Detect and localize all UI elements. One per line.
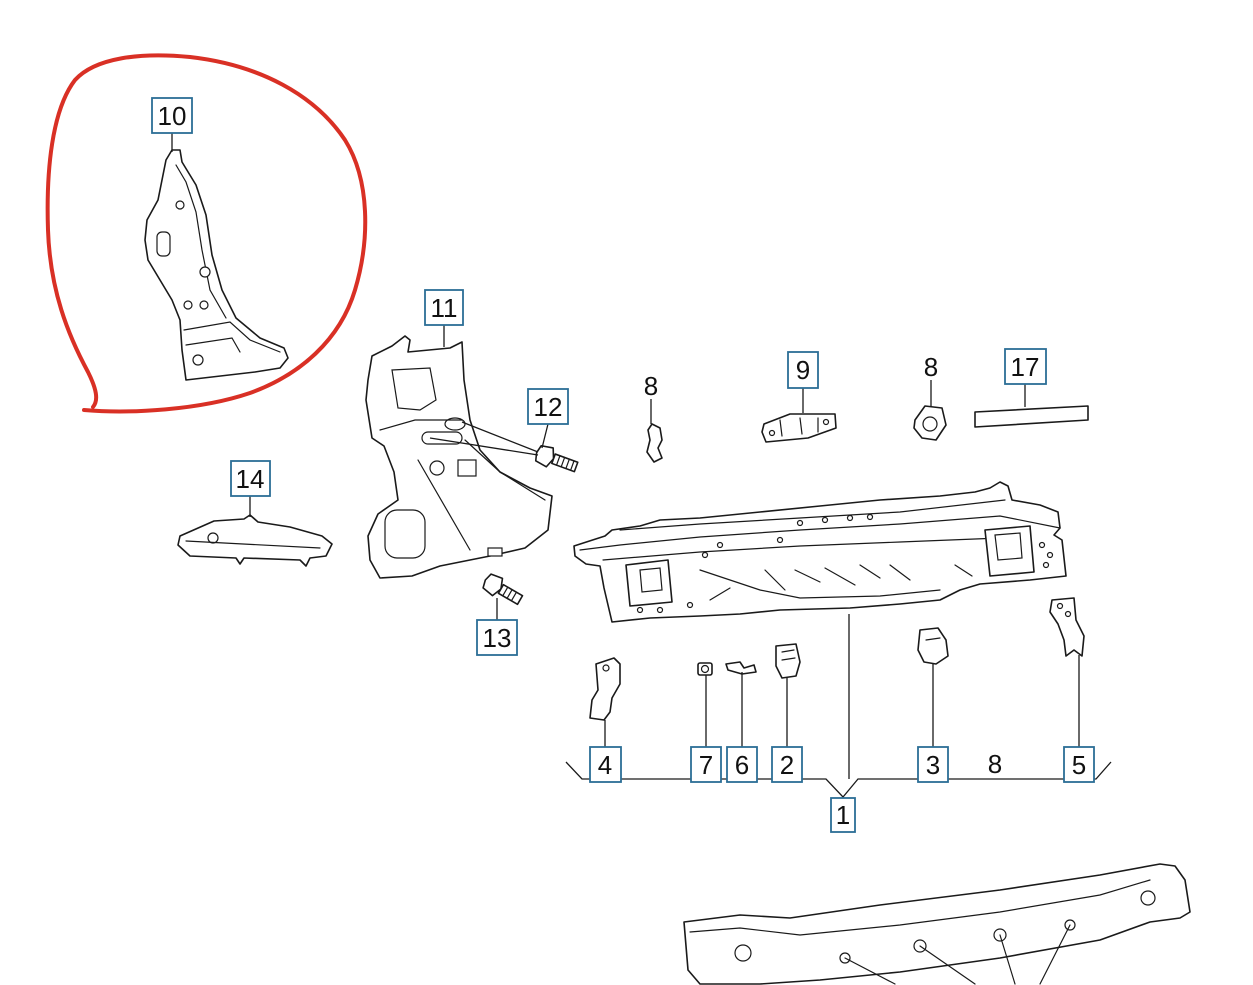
part-10-drawing bbox=[144, 149, 289, 381]
callout-label: 13 bbox=[483, 623, 512, 653]
callout-label: 6 bbox=[735, 750, 749, 780]
bolt-12-leader-b bbox=[429, 437, 539, 456]
leader-lines bbox=[171, 133, 1080, 779]
callout-3: 3 bbox=[917, 746, 949, 783]
part-2-bracket bbox=[775, 643, 801, 679]
callout-6: 6 bbox=[726, 746, 758, 783]
plain-label-8-clip: 8 bbox=[644, 371, 658, 401]
callout-label: 11 bbox=[431, 293, 458, 323]
lower-beam-partial bbox=[683, 863, 1191, 985]
part-8-grommet bbox=[913, 405, 947, 441]
callout-2: 2 bbox=[771, 746, 803, 783]
highlight-circle bbox=[45, 53, 368, 414]
callout-label: 12 bbox=[534, 392, 563, 422]
part-6-clip bbox=[725, 661, 757, 675]
callout-label: 5 bbox=[1072, 750, 1086, 780]
callout-label: 3 bbox=[926, 750, 940, 780]
callout-13: 13 bbox=[476, 619, 518, 656]
callout-label: 7 bbox=[699, 750, 713, 780]
part-8-clip bbox=[646, 423, 663, 463]
callout-label: 17 bbox=[1011, 352, 1040, 382]
part-5-bracket bbox=[1049, 597, 1085, 657]
part-4-bracket bbox=[589, 657, 621, 721]
callout-11: 11 bbox=[424, 289, 464, 326]
plain-label-8-row: 8 bbox=[988, 749, 1002, 779]
callout-17: 17 bbox=[1004, 348, 1047, 385]
callout-label: 1 bbox=[836, 800, 850, 830]
callout-label: 14 bbox=[236, 464, 265, 494]
plain-label-8-grommet: 8 bbox=[924, 352, 938, 382]
part-7-nut bbox=[697, 662, 713, 676]
callout-9: 9 bbox=[787, 351, 819, 389]
group-bracket-line bbox=[565, 761, 1112, 798]
part-12-bolt bbox=[534, 444, 579, 473]
callout-label: 9 bbox=[796, 355, 810, 385]
part-9-drawing bbox=[761, 413, 837, 443]
part-17-strip bbox=[974, 405, 1089, 428]
part-14-drawing bbox=[177, 514, 333, 567]
bolt-12-leader-a bbox=[461, 421, 539, 453]
callout-12: 12 bbox=[527, 388, 569, 425]
part-11-drawing bbox=[365, 335, 553, 579]
callout-14: 14 bbox=[230, 460, 271, 497]
callout-label: 10 bbox=[158, 101, 187, 131]
callout-1: 1 bbox=[830, 797, 856, 833]
callout-10: 10 bbox=[151, 97, 193, 134]
part-1-panel bbox=[573, 481, 1067, 623]
part-3-bracket bbox=[917, 627, 949, 665]
callout-label: 4 bbox=[598, 750, 612, 780]
callout-label: 2 bbox=[780, 750, 794, 780]
part-13-bolt bbox=[482, 573, 524, 606]
callout-7: 7 bbox=[690, 746, 722, 783]
callout-5: 5 bbox=[1063, 746, 1095, 783]
callout-4: 4 bbox=[589, 746, 622, 783]
